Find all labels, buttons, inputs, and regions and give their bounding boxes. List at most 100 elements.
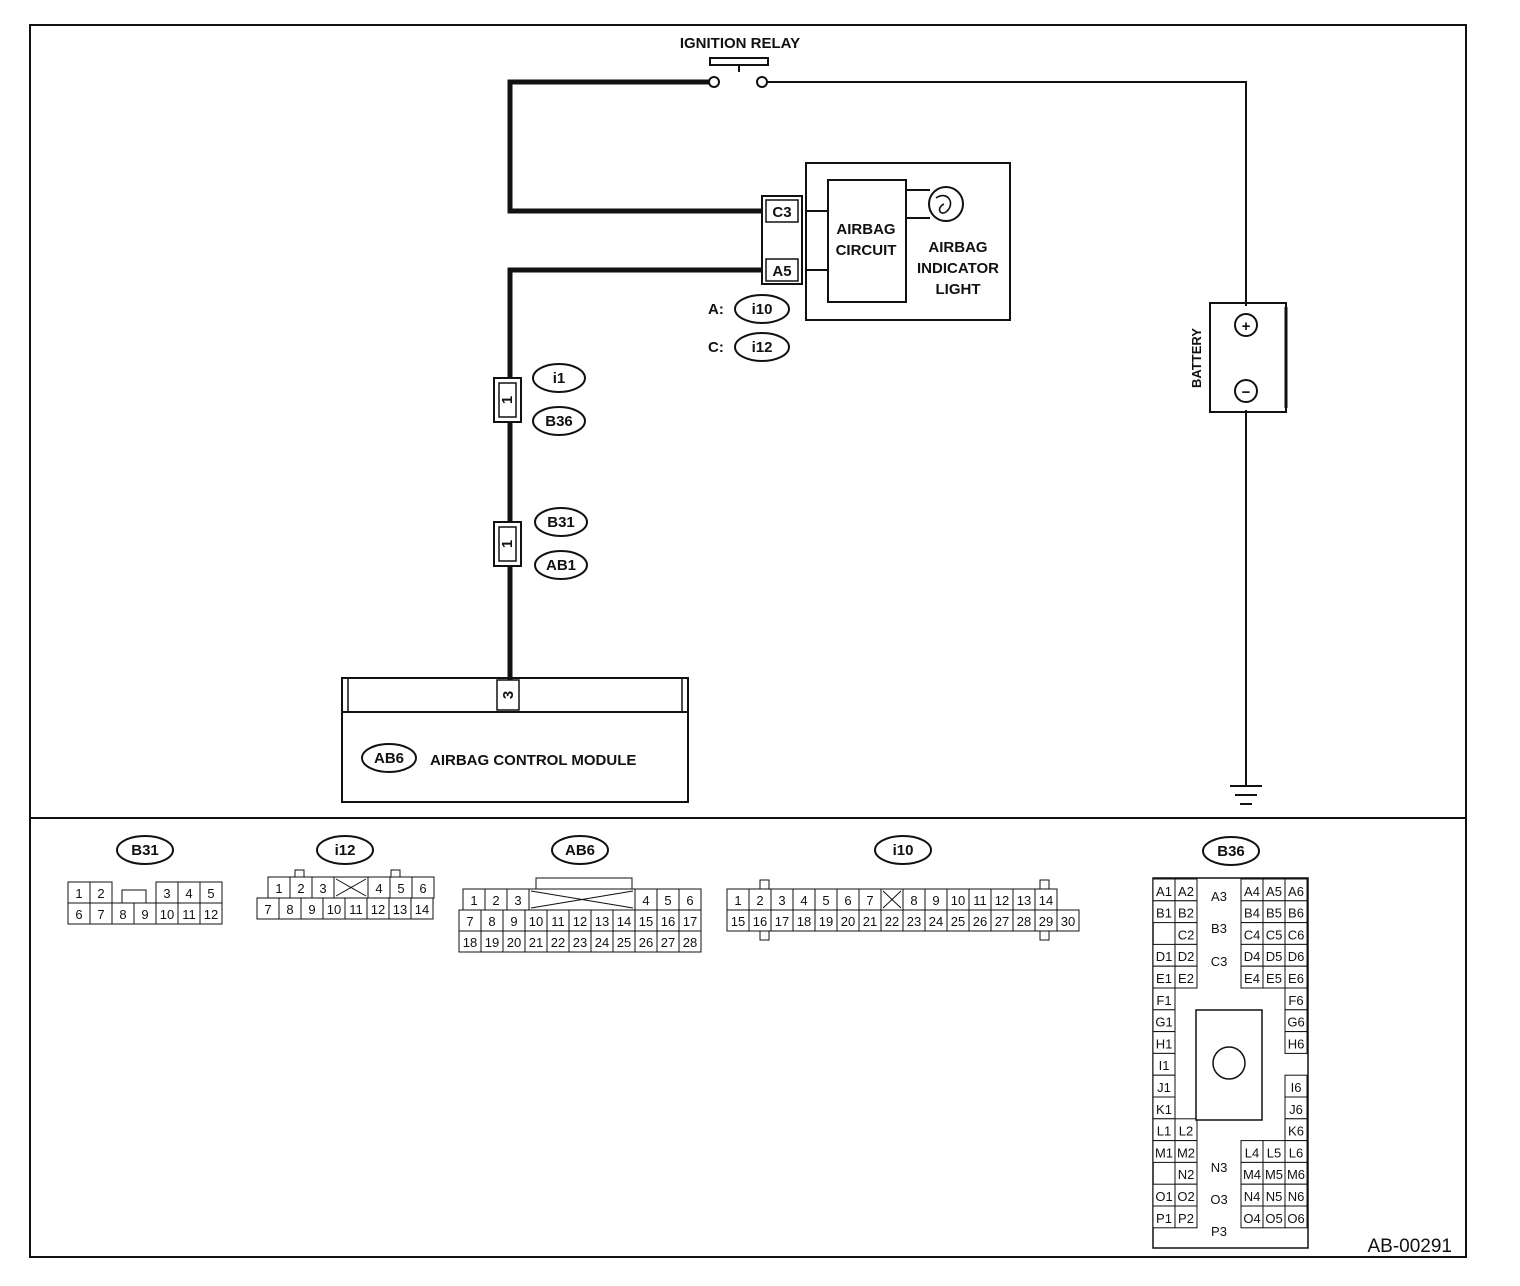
pin-label: 1 — [734, 893, 741, 908]
pin-label: 8 — [119, 907, 126, 922]
pin-label: I1 — [1159, 1058, 1170, 1073]
center-pin-label: A3 — [1211, 889, 1227, 904]
battery-icon: + − BATTERY — [1189, 302, 1288, 413]
pin-label: 16 — [661, 914, 675, 929]
pin-label: O5 — [1265, 1211, 1282, 1226]
inline-connector-i1: 1 i1 B36 — [493, 363, 586, 436]
figure-code: AB-00291 — [1367, 1236, 1452, 1257]
pin-label: I6 — [1291, 1080, 1302, 1095]
center-pin-label: P3 — [1211, 1224, 1227, 1239]
pin-label: O4 — [1243, 1211, 1260, 1226]
pin-label: 7 — [866, 893, 873, 908]
pin-label: B4 — [1244, 906, 1260, 921]
pin-label: 8 — [910, 893, 917, 908]
pin-label: D1 — [1156, 949, 1173, 964]
pin-label: F1 — [1156, 993, 1171, 1008]
pin-label: H6 — [1288, 1036, 1305, 1051]
pin-label: B2 — [1178, 906, 1194, 921]
pin-label: N4 — [1244, 1189, 1261, 1204]
pin-label: 2 — [297, 881, 304, 896]
pin-label: 10 — [327, 902, 341, 917]
center-pin-label: C3 — [1211, 954, 1228, 969]
pin-label: 14 — [617, 914, 631, 929]
pin-label: M1 — [1155, 1145, 1173, 1160]
pin-label: M6 — [1287, 1167, 1305, 1182]
pin-label: O1 — [1155, 1189, 1172, 1204]
i1-tag: i1 — [553, 370, 566, 387]
pin-label: 9 — [932, 893, 939, 908]
pin-label: 3 — [778, 893, 785, 908]
ref-c-prefix: C: — [708, 339, 724, 356]
pin-cell — [1174, 1205, 1198, 1229]
pin-label: 2 — [492, 893, 499, 908]
indicator-light-label-2: INDICATOR — [917, 260, 999, 277]
pin-cell — [1174, 965, 1198, 989]
pin-label: 21 — [529, 935, 543, 950]
pin-label: E2 — [1178, 971, 1194, 986]
pin-label: 26 — [973, 914, 987, 929]
pin-cell — [678, 930, 702, 953]
pin-label: 6 — [844, 893, 851, 908]
pin-label: A5 — [1266, 884, 1282, 899]
pin-label: 7 — [264, 902, 271, 917]
pin-label: M5 — [1265, 1167, 1283, 1182]
pin-label: 4 — [800, 893, 807, 908]
pin-label: H1 — [1156, 1036, 1173, 1051]
pin-label: G6 — [1287, 1015, 1304, 1030]
pin-label: 3 — [163, 886, 170, 901]
pin-label: 15 — [639, 914, 653, 929]
pin-label: 1 — [75, 886, 82, 901]
pin-label: 2 — [97, 886, 104, 901]
pin-label: E1 — [1156, 971, 1172, 986]
pin-label: N6 — [1288, 1189, 1305, 1204]
pin-label: F6 — [1288, 993, 1303, 1008]
pin-label: 11 — [551, 914, 565, 929]
ab6-title: AB6 — [565, 842, 595, 859]
pin-label: 7 — [466, 914, 473, 929]
pin-label: A2 — [1178, 884, 1194, 899]
ignition-relay: IGNITION RELAY — [680, 35, 800, 88]
pin-label: B6 — [1288, 906, 1304, 921]
pin-label: M4 — [1243, 1167, 1261, 1182]
diagram-frame — [29, 24, 1467, 1258]
pin-label: 30 — [1061, 914, 1075, 929]
ref-a-name: i10 — [752, 301, 773, 318]
b36-title: B36 — [1217, 843, 1245, 860]
pin-label: 9 — [141, 907, 148, 922]
inline-connector-b31: 1 B31 AB1 — [493, 507, 588, 580]
pin-label: D6 — [1288, 949, 1305, 964]
pin-label: 18 — [797, 914, 811, 929]
airbag-circuit-label-2: CIRCUIT — [836, 242, 897, 259]
pin-label: E4 — [1244, 971, 1260, 986]
pin-label: L1 — [1157, 1124, 1171, 1139]
pin-label: D4 — [1244, 949, 1261, 964]
airbag-control-module: 3 AB6 AIRBAG CONTROL MODULE — [341, 677, 689, 803]
pin-label: E6 — [1288, 971, 1304, 986]
pin-label: 28 — [683, 935, 697, 950]
pin-label: D5 — [1266, 949, 1283, 964]
pin-label: 16 — [753, 914, 767, 929]
pin-cell — [1284, 1205, 1308, 1229]
center-pin-label: O3 — [1210, 1192, 1227, 1207]
pin-label: 24 — [595, 935, 609, 950]
ref-a-prefix: A: — [708, 301, 724, 318]
pin-label: 11 — [973, 893, 987, 908]
b36-tag: B36 — [545, 413, 573, 430]
module-badge: AB6 — [374, 750, 404, 767]
pin-label: P2 — [1178, 1211, 1194, 1226]
pin-label: A6 — [1288, 884, 1304, 899]
airbag-circuit-label-1: AIRBAG — [836, 221, 895, 238]
pin-label: 7 — [97, 907, 104, 922]
pin-label: 11 — [182, 907, 196, 922]
pin-label: 12 — [995, 893, 1009, 908]
pin-a5-label: A5 — [772, 263, 791, 280]
pin-label: K1 — [1156, 1102, 1172, 1117]
pin-label: 19 — [819, 914, 833, 929]
combination-meter: AIRBAG CIRCUIT AIRBAG INDICATOR LIGHT C3… — [761, 162, 1011, 321]
pin-label: 17 — [683, 914, 697, 929]
ab1-tag: AB1 — [546, 557, 576, 574]
connector-refs: A: i10 C: i12 — [708, 294, 790, 362]
ignition-relay-label: IGNITION RELAY — [680, 35, 800, 52]
